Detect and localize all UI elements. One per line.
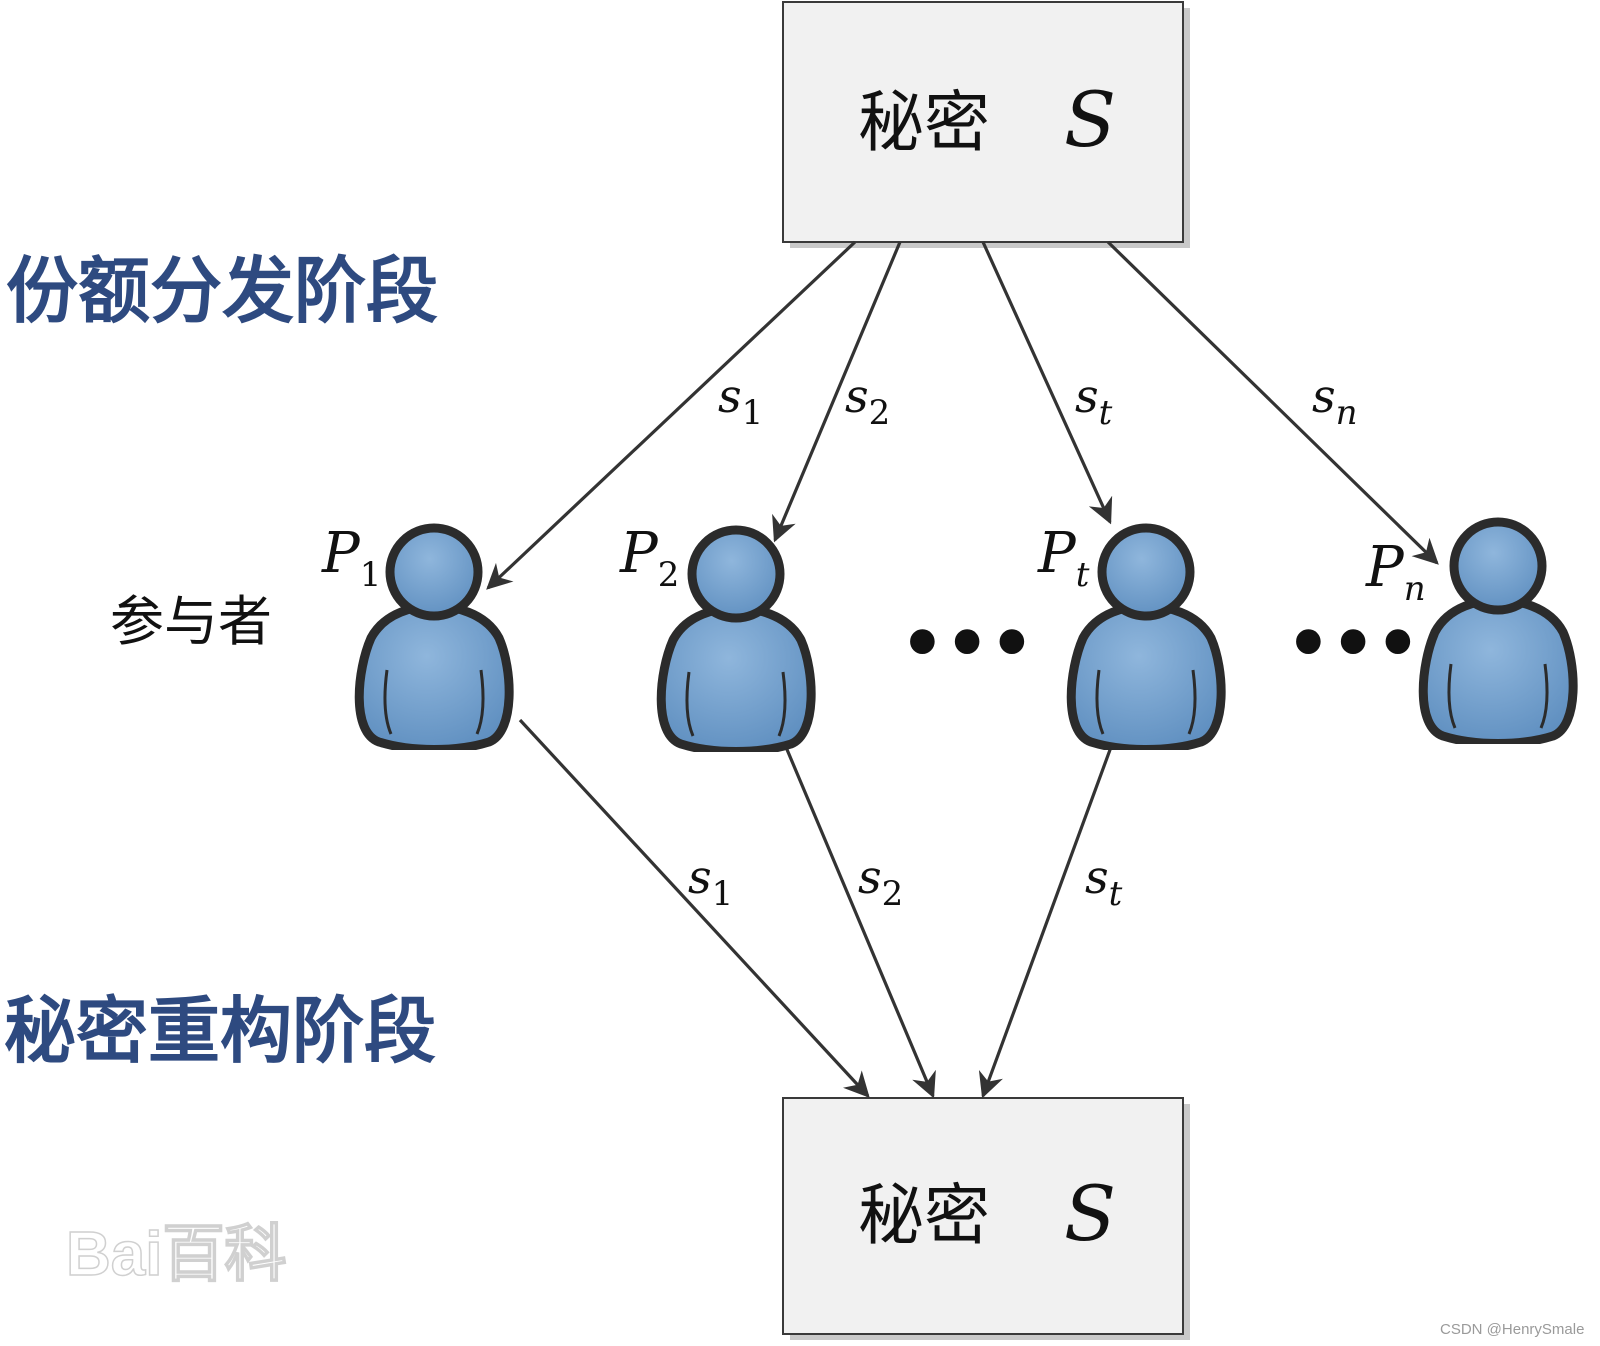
reconstruction-arrow-t — [978, 727, 1120, 1099]
participant-p2: P2 — [619, 521, 811, 752]
share-label-s1-top: s1 — [718, 369, 763, 433]
share-label-st-top: st — [1075, 369, 1113, 433]
reconstruction-arrow-1 — [518, 718, 870, 1098]
participant-label-p1: P1 — [321, 521, 381, 595]
ellipsis-right: ••• — [1286, 603, 1420, 685]
share-label-s1-bottom: s1 — [688, 850, 733, 914]
reconstruction-arrow-2 — [781, 739, 936, 1099]
distribution-arrows — [486, 240, 1439, 590]
bottom-secret-label: 秘密 — [858, 1177, 990, 1254]
participant-pt: Pt — [1037, 521, 1221, 750]
share-label-st-bottom: st — [1085, 850, 1123, 914]
reconstruction-arrows — [518, 718, 1120, 1099]
share-label-sn-top: sn — [1312, 369, 1358, 433]
top-secret-variable: S — [1064, 75, 1116, 164]
reconstruction-share-labels: s1 s2 st — [688, 850, 1123, 914]
person-icon — [1423, 522, 1573, 744]
participants-label: 参与者 — [110, 590, 272, 653]
credit-text: CSDN @HenrySmale — [1440, 1321, 1584, 1338]
bottom-secret-box: 秘密 S — [782, 1097, 1190, 1340]
distribution-arrow-2 — [772, 241, 902, 543]
bottom-secret-variable: S — [1064, 1169, 1116, 1258]
participant-label-pn: Pn — [1365, 535, 1426, 609]
distribution-arrow-n — [1106, 240, 1439, 565]
baidu-watermark: Bai百科 — [66, 1220, 286, 1289]
phase-label-reconstruction: 秘密重构阶段 — [4, 989, 436, 1073]
distribution-arrow-t — [981, 241, 1113, 525]
phase-label-distribution: 份额分发阶段 — [6, 249, 438, 333]
distribution-share-labels: s1 s2 st sn — [718, 369, 1358, 433]
ellipsis-left: ••• — [900, 603, 1034, 685]
person-icon — [359, 528, 509, 750]
participant-pn: Pn — [1365, 522, 1573, 744]
share-label-s2-bottom: s2 — [858, 850, 903, 914]
person-icon — [1071, 528, 1221, 750]
person-icon — [661, 530, 811, 752]
participant-label-pt: Pt — [1037, 521, 1090, 595]
participant-label-p2: P2 — [619, 521, 679, 595]
participant-p1: P1 — [321, 521, 509, 750]
share-label-s2-top: s2 — [845, 369, 890, 433]
top-secret-box: 秘密 S — [782, 1, 1190, 248]
distribution-arrow-1 — [486, 240, 857, 590]
top-secret-label: 秘密 — [858, 84, 990, 161]
